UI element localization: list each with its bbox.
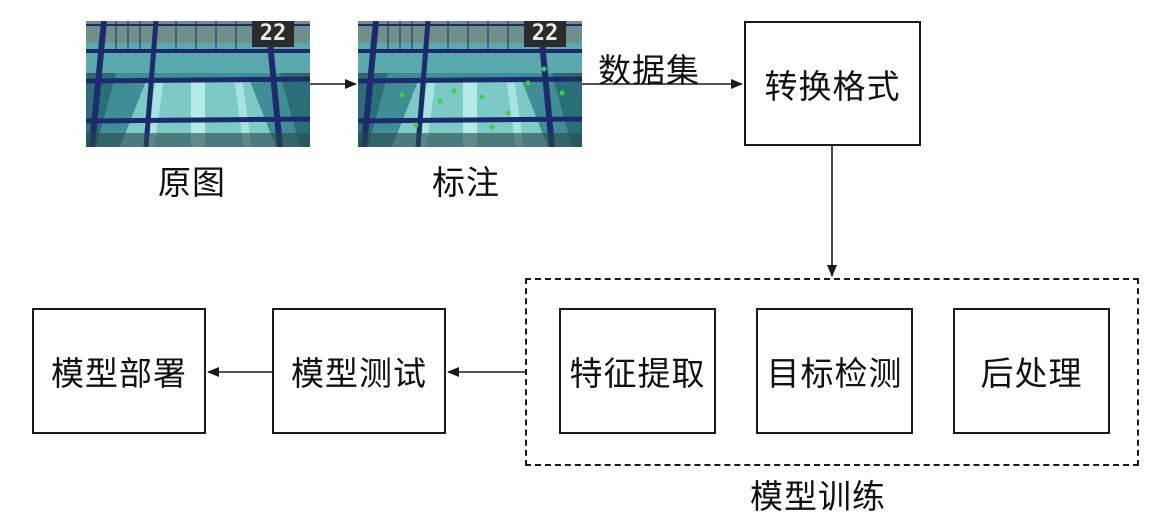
object-detection-node: 目标检测 bbox=[756, 308, 913, 434]
model-deployment-node: 模型部署 bbox=[32, 308, 206, 434]
annotated-image: 22 bbox=[358, 21, 582, 147]
post-processing-node: 后处理 bbox=[953, 308, 1110, 434]
model-training-label: 模型训练 bbox=[750, 477, 886, 516]
score-counter: 22 bbox=[259, 21, 287, 46]
feature-extraction-node: 特征提取 bbox=[559, 308, 716, 434]
original-image: 22 bbox=[86, 21, 310, 147]
model-training-group bbox=[525, 278, 1139, 466]
annotated-image-caption: 标注 bbox=[432, 163, 500, 202]
model-testing-node: 模型测试 bbox=[272, 308, 446, 434]
convert-format-node: 转换格式 bbox=[744, 21, 921, 146]
original-image-caption: 原图 bbox=[158, 163, 226, 202]
dataset-edge-label: 数据集 bbox=[598, 51, 700, 90]
score-counter: 22 bbox=[531, 21, 559, 46]
